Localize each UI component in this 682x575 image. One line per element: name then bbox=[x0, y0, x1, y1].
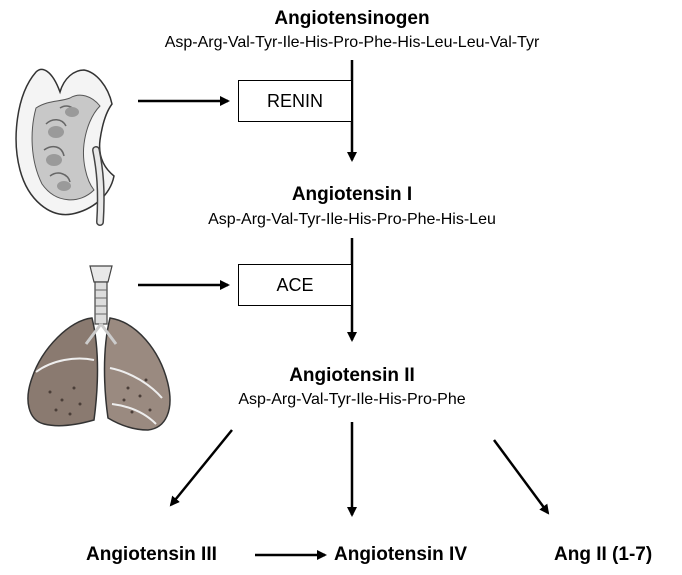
angiotensinogen-sequence: Asp-Arg-Val-Tyr-Ile-His-Pro-Phe-His-Leu-… bbox=[165, 34, 540, 52]
ang-2-1-7-title: Ang II (1-7) bbox=[554, 544, 652, 566]
ang2-to-ang3-arrow bbox=[171, 430, 232, 505]
angiotensin-4-title: Angiotensin IV bbox=[334, 544, 467, 566]
ang2-to-ang1-7-arrow bbox=[494, 440, 548, 513]
ace-enzyme-box: ACE bbox=[238, 264, 352, 306]
angiotensin-2-sequence: Asp-Arg-Val-Tyr-Ile-His-Pro-Phe bbox=[238, 391, 465, 409]
angiotensin-3-title: Angiotensin III bbox=[86, 544, 217, 566]
ace-label: ACE bbox=[276, 275, 313, 296]
renin-label: RENIN bbox=[267, 91, 323, 112]
angiotensin-1-sequence: Asp-Arg-Val-Tyr-Ile-His-Pro-Phe-His-Leu bbox=[208, 211, 496, 229]
renin-enzyme-box: RENIN bbox=[238, 80, 352, 122]
angiotensinogen-title: Angiotensinogen bbox=[274, 8, 429, 30]
angiotensin-1-title: Angiotensin I bbox=[292, 184, 412, 206]
angiotensin-2-title: Angiotensin II bbox=[289, 365, 415, 387]
kidney-icon bbox=[16, 69, 114, 222]
lungs-icon bbox=[28, 266, 170, 430]
